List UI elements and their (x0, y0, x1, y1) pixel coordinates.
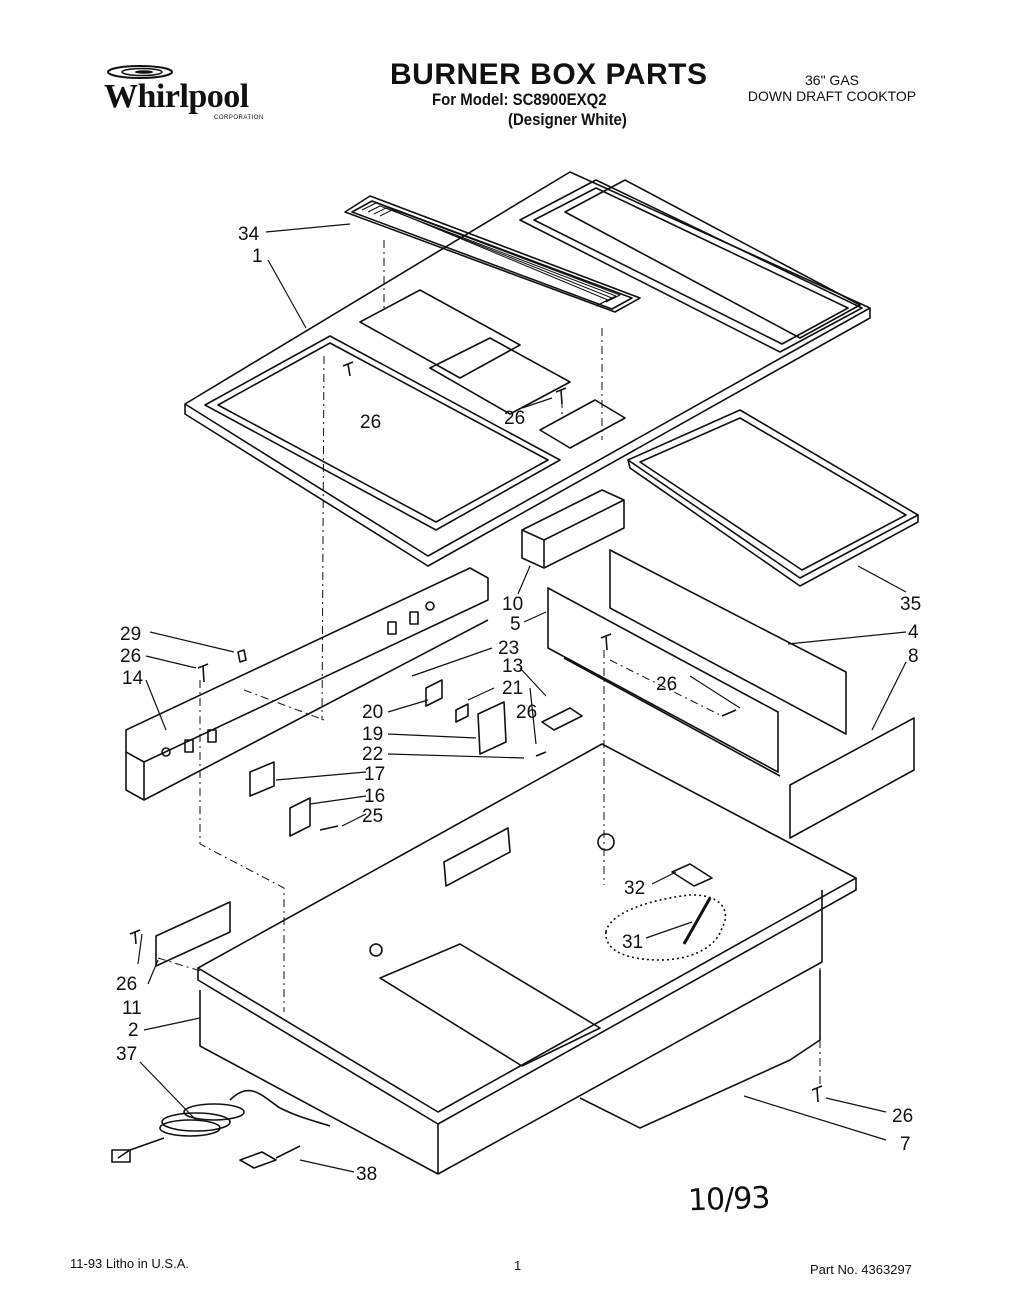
callout-labels: 34 1 26 26 10 5 35 4 8 29 26 14 23 13 21… (116, 224, 921, 1185)
callout-8: 8 (908, 646, 919, 667)
callout-37: 37 (116, 1044, 137, 1065)
callout-4: 4 (908, 622, 919, 643)
hardware-parts (237, 649, 583, 837)
logo-swirl-icon (107, 65, 173, 79)
small-panel (155, 901, 231, 967)
callout-1: 1 (252, 246, 263, 267)
burner-box (197, 743, 857, 1175)
screw-fasteners (129, 361, 823, 1103)
page-number: 1 (514, 1258, 522, 1273)
callout-31: 31 (622, 932, 643, 953)
litho-note: 11-93 Litho in U.S.A. (70, 1256, 189, 1271)
cutaway-detail (605, 863, 727, 961)
brand-name: Whirlpool (104, 78, 249, 115)
wire-connector (239, 1145, 301, 1169)
callout-32: 32 (624, 878, 645, 899)
callout-25: 25 (362, 806, 383, 827)
product-line-2: DOWN DRAFT COOKTOP (747, 88, 917, 104)
baffle-panels (547, 549, 847, 777)
color-line: (Designer White) (508, 110, 627, 129)
callout-34: 34 (238, 224, 260, 245)
callout-19: 19 (362, 724, 383, 745)
callout-26-g: 26 (892, 1106, 913, 1127)
callout-23: 23 (498, 638, 519, 659)
drip-tray (627, 409, 919, 587)
handwritten-date: 10/93 (687, 1180, 771, 1219)
callout-21: 21 (502, 678, 523, 699)
callout-35: 35 (900, 594, 921, 615)
callout-7: 7 (900, 1134, 911, 1155)
brand-subtitle: CORPORATION (214, 115, 264, 121)
callout-10: 10 (502, 594, 523, 615)
channel-bracket (521, 489, 625, 569)
callout-26-f: 26 (116, 974, 137, 995)
callout-16: 16 (364, 786, 385, 807)
callout-22: 22 (362, 744, 383, 765)
callout-38: 38 (356, 1164, 377, 1185)
part-number: Part No. 4363297 (810, 1262, 912, 1277)
callout-26-c: 26 (120, 646, 141, 667)
grill-grate (344, 195, 641, 313)
callout-2: 2 (128, 1020, 139, 1041)
side-panel (789, 717, 915, 839)
callout-17: 17 (364, 764, 385, 785)
leader-lines (137, 223, 907, 1173)
control-bracket (125, 567, 489, 801)
callout-26-a: 26 (360, 412, 381, 433)
callout-26-d: 26 (516, 702, 537, 723)
callout-13: 13 (502, 656, 523, 677)
callout-26-e: 26 (656, 674, 677, 695)
callout-26-b: 26 (504, 408, 525, 429)
product-description: 36" GAS DOWN DRAFT COOKTOP (702, 72, 962, 104)
model-line: For Model: SC8900EXQ2 (432, 90, 607, 109)
callout-5: 5 (510, 614, 521, 635)
cooktop-frame (184, 171, 871, 567)
alignment-lines (157, 240, 821, 1084)
product-line-1: 36" GAS (805, 72, 859, 88)
callout-14: 14 (122, 668, 144, 689)
callout-20: 20 (362, 702, 383, 723)
callout-11: 11 (122, 998, 142, 1019)
page-title: BURNER BOX PARTS (390, 58, 708, 91)
callout-29: 29 (120, 624, 141, 645)
power-cord (111, 1089, 331, 1163)
